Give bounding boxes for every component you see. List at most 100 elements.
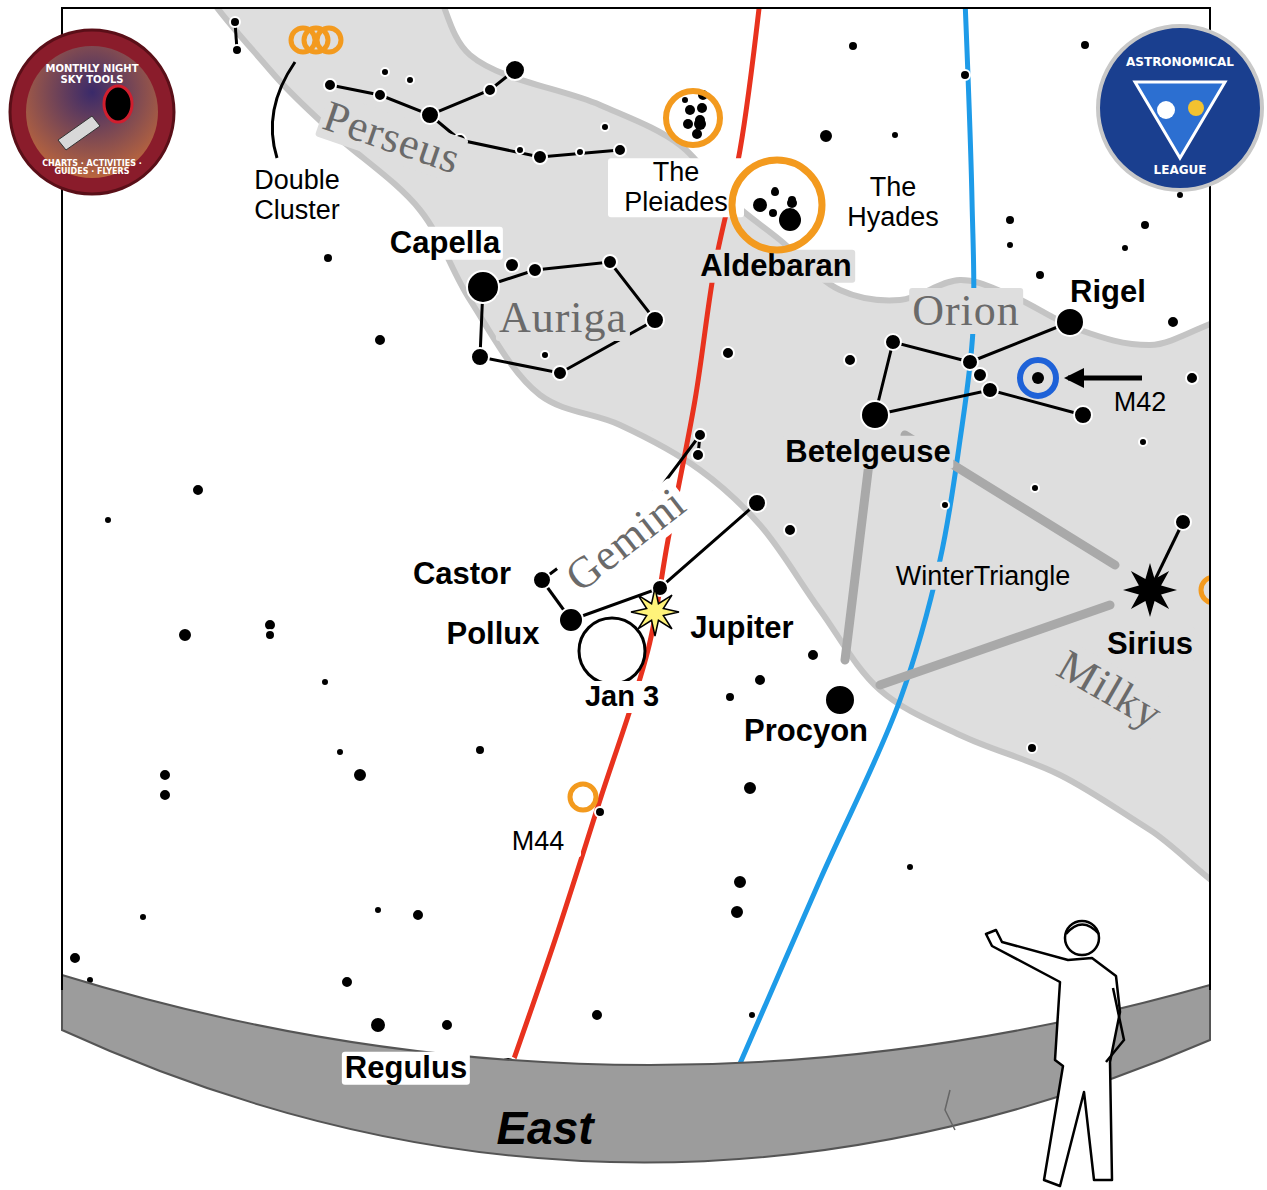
chart-part [579, 618, 645, 684]
horizon-guide-line [735, 8, 974, 1075]
star [685, 105, 695, 115]
logo-text: ASTRONOMICAL [1107, 56, 1253, 69]
star [159, 769, 171, 781]
star [825, 685, 855, 715]
star [733, 875, 747, 889]
star [692, 449, 704, 461]
star [374, 334, 386, 346]
object-ring [579, 618, 645, 684]
object-ring [317, 28, 341, 52]
star [748, 1011, 756, 1019]
logo-disc [26, 46, 158, 178]
star [353, 768, 367, 782]
star [441, 1019, 453, 1031]
cluster-star [697, 103, 707, 113]
star [743, 781, 757, 795]
star [1005, 215, 1015, 225]
star [139, 913, 147, 921]
chart-part [732, 160, 822, 250]
star-name: Sirius [1104, 628, 1196, 661]
logo-triangle [1135, 82, 1225, 158]
star [1186, 372, 1198, 384]
chart-part [570, 784, 596, 810]
observer-arm [1106, 988, 1124, 1062]
star [730, 905, 744, 919]
logo-text: CHARTS · ACTIVITIES · GUIDES · FLYERS [34, 160, 150, 177]
cluster-star [779, 209, 801, 231]
star [1121, 244, 1129, 252]
constellation-name: Orion [909, 288, 1023, 334]
star [104, 516, 112, 524]
object-ring [570, 784, 596, 810]
object-name: The Hyades [830, 173, 956, 232]
star [807, 649, 819, 661]
constellation-name: Gemini [555, 477, 697, 602]
star [1031, 484, 1039, 492]
star [861, 401, 889, 429]
star [412, 909, 424, 921]
star [962, 354, 978, 370]
star [178, 628, 192, 642]
direction-label: East [493, 1104, 596, 1152]
star-name: Jupiter [687, 612, 796, 645]
star [1056, 308, 1084, 336]
star [265, 630, 275, 640]
star [484, 84, 496, 96]
star [1175, 514, 1191, 530]
star [406, 76, 414, 84]
star [475, 745, 485, 755]
horizon-crack [945, 1090, 955, 1130]
star [323, 253, 333, 263]
logo-galaxy [104, 86, 132, 122]
star [614, 144, 626, 156]
star [1027, 743, 1037, 753]
star [595, 807, 605, 817]
star [559, 608, 583, 632]
star-name: Pollux [443, 618, 542, 651]
cluster-star [694, 118, 706, 130]
star [69, 952, 81, 964]
sky-object: M44 [500, 775, 610, 865]
sky-object: Jan 3 [570, 610, 674, 720]
star [982, 382, 998, 398]
logo-ring [1098, 26, 1262, 190]
league-logo [1098, 26, 1262, 190]
star [1139, 438, 1147, 446]
star [960, 70, 970, 80]
star [784, 524, 796, 536]
star [324, 79, 336, 91]
star [505, 60, 525, 80]
star [341, 976, 353, 988]
star [232, 45, 242, 55]
star-name: Procyon [741, 715, 871, 748]
star [681, 96, 689, 104]
star [694, 429, 706, 441]
star [576, 148, 584, 156]
star [230, 17, 240, 27]
star [505, 258, 519, 272]
star [844, 354, 856, 366]
sky-object: M42 [1010, 350, 1195, 420]
star [381, 68, 389, 76]
star [1140, 220, 1150, 230]
star-name: WinterTriangle [893, 562, 1074, 590]
cluster-star [692, 129, 702, 139]
star [1167, 316, 1179, 328]
star [159, 789, 171, 801]
star [421, 106, 439, 124]
logo-text: LEAGUE [1117, 164, 1243, 177]
star [541, 351, 549, 359]
star [370, 1017, 386, 1033]
sky-object: The Hyades [725, 150, 960, 260]
logo-ring [10, 30, 174, 194]
star [891, 131, 899, 139]
star [192, 484, 204, 496]
star [941, 501, 949, 509]
leader-line [272, 62, 295, 158]
star [467, 271, 499, 303]
constellation-name: Auriga [496, 295, 630, 341]
chart-frame [62, 8, 1210, 990]
cluster-ring [1201, 577, 1210, 603]
star [533, 150, 547, 164]
